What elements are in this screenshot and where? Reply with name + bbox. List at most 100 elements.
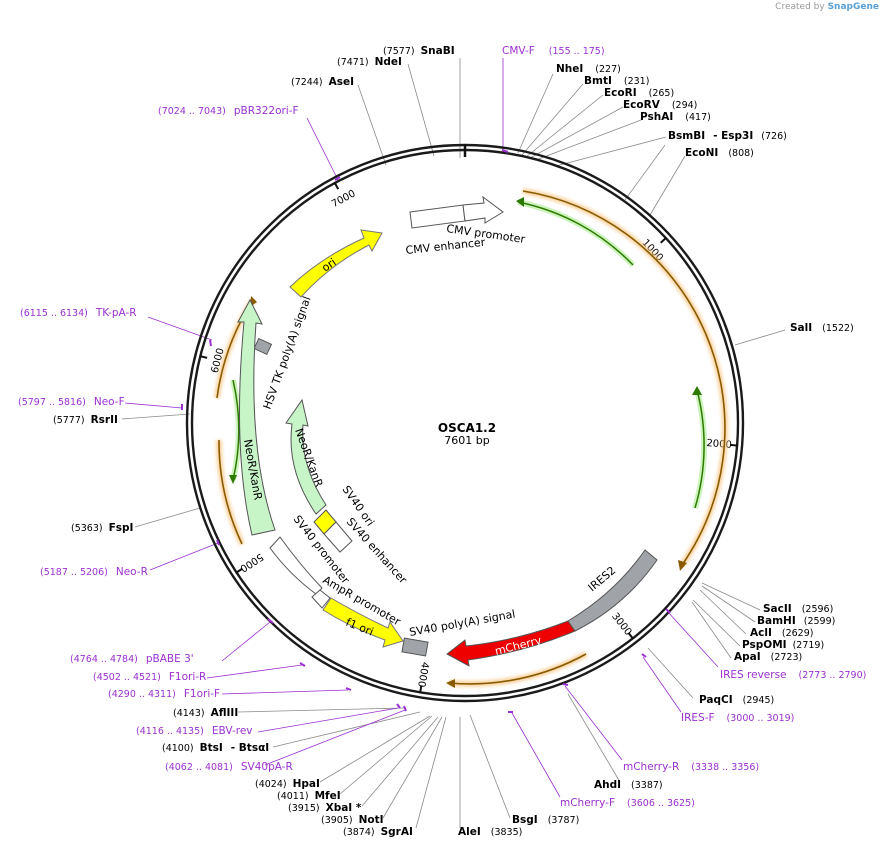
site-name-alias: - BtsαI bbox=[231, 742, 269, 754]
site-pos: (1522) bbox=[822, 323, 854, 334]
primer-name: mCherry-F bbox=[560, 797, 615, 809]
site-sgrai[interactable]: (3874)SgrAI bbox=[343, 826, 413, 838]
site-name: NdeI bbox=[375, 56, 402, 68]
credit-prefix: Created by bbox=[775, 2, 825, 12]
scale-tick-label: 7000 bbox=[330, 188, 358, 210]
site-afliii[interactable]: (4143)AflIII bbox=[173, 707, 238, 719]
site-pos: (3787) bbox=[548, 815, 580, 826]
site-econi[interactable]: EcoNI (808) bbox=[685, 147, 754, 159]
site-ecori[interactable]: EcoRI(265) bbox=[604, 87, 674, 99]
primer-pbr322ori-f[interactable]: (7024 .. 7043)pBR322ori-F bbox=[158, 105, 299, 117]
site-sali[interactable]: SalI (1522) bbox=[790, 322, 854, 334]
site-acli[interactable]: AclI(2629) bbox=[750, 627, 813, 639]
site-hpai[interactable]: (4024)HpaI bbox=[255, 778, 320, 790]
primer-range: (155 .. 175) bbox=[549, 46, 605, 57]
sv40-promoter-arrow bbox=[269, 536, 323, 595]
ori-arrow bbox=[289, 229, 383, 298]
primer-range: (5797 .. 5816) bbox=[18, 397, 86, 408]
site-pos: (227) bbox=[595, 64, 621, 75]
primer-range: (3606 .. 3625) bbox=[627, 798, 695, 809]
site-name: BsgI bbox=[512, 814, 538, 826]
site-pos: (2596) bbox=[802, 604, 834, 615]
scale-tick bbox=[235, 567, 243, 574]
plasmid-name: OSCA1.2 bbox=[438, 421, 496, 435]
scale-tick bbox=[199, 354, 208, 359]
feature-label-sv40-enhancer: SV40 enhancer bbox=[344, 515, 410, 586]
site-pos: (417) bbox=[685, 112, 711, 123]
primer-neo-r[interactable]: (5187 .. 5206)Neo-R bbox=[40, 566, 148, 578]
restriction-site-labels[interactable]: (7577)SnaBI (7471)NdeI (7244)AseI NheI(2… bbox=[53, 45, 854, 838]
primer-neo-f[interactable]: (5797 .. 5816)Neo-F bbox=[18, 396, 125, 408]
site-xbai[interactable]: (3915) XbaI * bbox=[288, 802, 362, 814]
site-pos: (3915) bbox=[288, 803, 320, 814]
primer-ebv-rev[interactable]: (4116 .. 4135)EBV-rev bbox=[136, 725, 253, 737]
primer-mcherry-f[interactable]: mCherry-F (3606 .. 3625) bbox=[560, 797, 695, 809]
site-pos: (4100) bbox=[162, 743, 194, 754]
scale-tick bbox=[627, 632, 635, 640]
site-paqci[interactable]: PaqCI(2945) bbox=[699, 694, 774, 706]
primer-name: F1ori-R bbox=[169, 671, 206, 683]
site-name: XbaI * bbox=[326, 802, 362, 814]
site-snabi[interactable]: (7577)SnaBI bbox=[383, 45, 455, 57]
site-mfei[interactable]: (4011)MfeI bbox=[277, 790, 341, 802]
site-pshai[interactable]: PshAI (417) bbox=[640, 111, 711, 123]
primer-mcherry-r[interactable]: mCherry-R(3338 .. 3356) bbox=[623, 761, 759, 773]
site-name: MfeI bbox=[315, 790, 341, 802]
primer-cmv-f[interactable]: CMV-F(155 .. 175) bbox=[502, 45, 605, 57]
primer-name: F1ori-F bbox=[184, 688, 220, 700]
site-pos: (808) bbox=[728, 148, 754, 159]
site-name: BsmBI bbox=[668, 130, 705, 142]
site-bmti[interactable]: BmtI(231) bbox=[584, 75, 649, 87]
site-pos: (2723) bbox=[771, 652, 803, 663]
site-pos: (726) bbox=[761, 131, 787, 142]
site-apai[interactable]: ApaI(2723) bbox=[734, 651, 802, 663]
site-fspi[interactable]: (5363)FspI bbox=[71, 522, 133, 534]
site-name: PshAI bbox=[640, 111, 673, 123]
site-bsgi[interactable]: BsgI (3787) bbox=[512, 814, 579, 826]
site-bamhi[interactable]: BamHI(2599) bbox=[757, 615, 835, 627]
scale-tick bbox=[419, 685, 423, 694]
site-pos: (265) bbox=[649, 88, 675, 99]
primer-f1ori-f[interactable]: (4290 .. 4311)F1ori-F bbox=[108, 688, 220, 700]
neor-kanr-outer-arrow bbox=[237, 298, 276, 536]
site-name: BtsI bbox=[200, 742, 223, 754]
scale-tick bbox=[333, 181, 340, 190]
site-alei[interactable]: AleI(3835) bbox=[458, 826, 522, 838]
site-ahdi[interactable]: AhdI(3387) bbox=[594, 779, 663, 791]
site-pos: (231) bbox=[624, 76, 650, 87]
site-asei[interactable]: (7244)AseI bbox=[291, 76, 354, 88]
scale-tick-label: 4000 bbox=[415, 661, 430, 688]
primer-f1ori-r[interactable]: (4502 .. 4521)F1ori-R bbox=[93, 671, 206, 683]
site-rsrii[interactable]: (5777)RsrII bbox=[53, 414, 118, 426]
site-pspomi[interactable]: PspOMI(2719) bbox=[742, 639, 824, 651]
site-ecorv[interactable]: EcoRV(294) bbox=[623, 99, 697, 111]
primer-ires-reverse[interactable]: IRES reverse(2773 .. 2790) bbox=[720, 669, 866, 681]
primer-tk-pa-r[interactable]: (6115 .. 6134)TK-pA-R bbox=[20, 307, 137, 319]
site-pos: (4024) bbox=[255, 779, 287, 790]
primer-name: IRES reverse bbox=[720, 669, 787, 681]
site-sacii[interactable]: SacII(2596) bbox=[763, 603, 833, 615]
primer-pbabe-3[interactable]: (4764 .. 4784)pBABE 3' bbox=[70, 653, 194, 665]
site-name: AleI bbox=[458, 826, 481, 838]
site-nhei[interactable]: NheI(227) bbox=[556, 63, 621, 75]
site-name: SalI bbox=[790, 322, 812, 334]
site-bsmbi-esp3i[interactable]: BsmBI- Esp3I(726) bbox=[668, 130, 787, 142]
primer-range: (5187 .. 5206) bbox=[40, 567, 108, 578]
site-noti[interactable]: (3905)NotI bbox=[321, 814, 384, 826]
primer-range: (4116 .. 4135) bbox=[136, 726, 204, 737]
label-leader-lines bbox=[121, 58, 786, 829]
site-ndei[interactable]: (7471)NdeI bbox=[337, 56, 402, 68]
site-name: PaqCI bbox=[699, 694, 733, 706]
site-pos: (294) bbox=[672, 100, 698, 111]
primer-ires-f[interactable]: IRES-F(3000 .. 3019) bbox=[681, 712, 794, 724]
primer-sv40pa-r[interactable]: (4062 .. 4081)SV40pA-R bbox=[165, 761, 293, 773]
snapgene-credit: Created by SnapGene bbox=[775, 2, 879, 12]
site-name: AflIII bbox=[211, 707, 239, 719]
primer-labels[interactable]: CMV-F(155 .. 175) (7024 .. 7043)pBR322or… bbox=[18, 45, 866, 809]
site-pos: (3387) bbox=[631, 780, 663, 791]
site-name: EcoNI bbox=[685, 147, 718, 159]
site-btsi[interactable]: (4100) BtsI - BtsαI bbox=[162, 742, 269, 754]
cmv-promoter-arrow bbox=[462, 195, 504, 224]
primer-site-marks bbox=[181, 149, 671, 713]
